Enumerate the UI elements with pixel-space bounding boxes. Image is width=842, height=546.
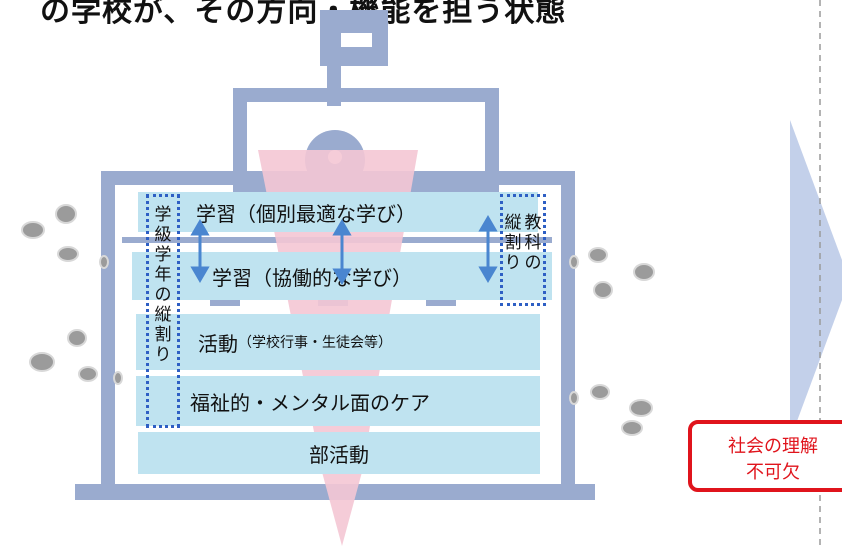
row-label: 学習（個別最適な学び） [196, 201, 416, 226]
stones-left [21, 204, 123, 385]
row-label: 部活動 [309, 442, 369, 467]
vertical-col: 教 科 の [523, 213, 543, 303]
vertical-label-grade: 学 級 学 年 の 縦 割 り [146, 194, 180, 428]
vertical-char: 年 [154, 265, 172, 285]
row-activities: 活動 （学校行事・生徒会等） [136, 314, 540, 370]
vertical-char: 科 [524, 233, 542, 253]
row-sublabel: （学校行事・生徒会等） [238, 335, 392, 351]
vertical-char: の [154, 285, 172, 305]
row-welfare: 福祉的・メンタル面のケア [136, 376, 540, 426]
vertical-col: 縦 割 り [503, 213, 523, 303]
vertical-label-subject: 教 科 の 縦 割 り [500, 194, 546, 306]
vertical-char: 学 [154, 245, 172, 265]
vertical-char: 教 [524, 213, 542, 233]
note-line-1: 社会の理解 [728, 436, 818, 457]
vertical-char: 割 [504, 233, 522, 253]
tower-window [341, 33, 372, 47]
vertical-char: り [154, 345, 172, 365]
row-label: 福祉的・メンタル面のケア [190, 390, 430, 415]
row-learning-collab: 学習（協働的な学び） [132, 252, 552, 300]
vertical-char: 縦 [504, 213, 522, 233]
row-label: 活動 [198, 331, 238, 356]
stones-right [569, 247, 655, 436]
page-title: の学校が、その方向・機能を担う状態 [40, 0, 567, 29]
vertical-char: 級 [154, 225, 172, 245]
vertical-char: 割 [154, 325, 172, 345]
vertical-char: の [524, 253, 542, 273]
vertical-char: 縦 [154, 305, 172, 325]
vertical-char: 学 [154, 205, 172, 225]
note-box: 社会の理解 不可欠 [688, 420, 842, 492]
row-club: 部活動 [138, 432, 540, 474]
big-arrow-shape [790, 120, 842, 440]
vertical-char: り [504, 253, 522, 273]
note-line-2: 不可欠 [746, 462, 800, 483]
row-label: 学習（協働的な学び） [212, 265, 412, 290]
row-learning-individual: 学習（個別最適な学び） [138, 192, 538, 232]
